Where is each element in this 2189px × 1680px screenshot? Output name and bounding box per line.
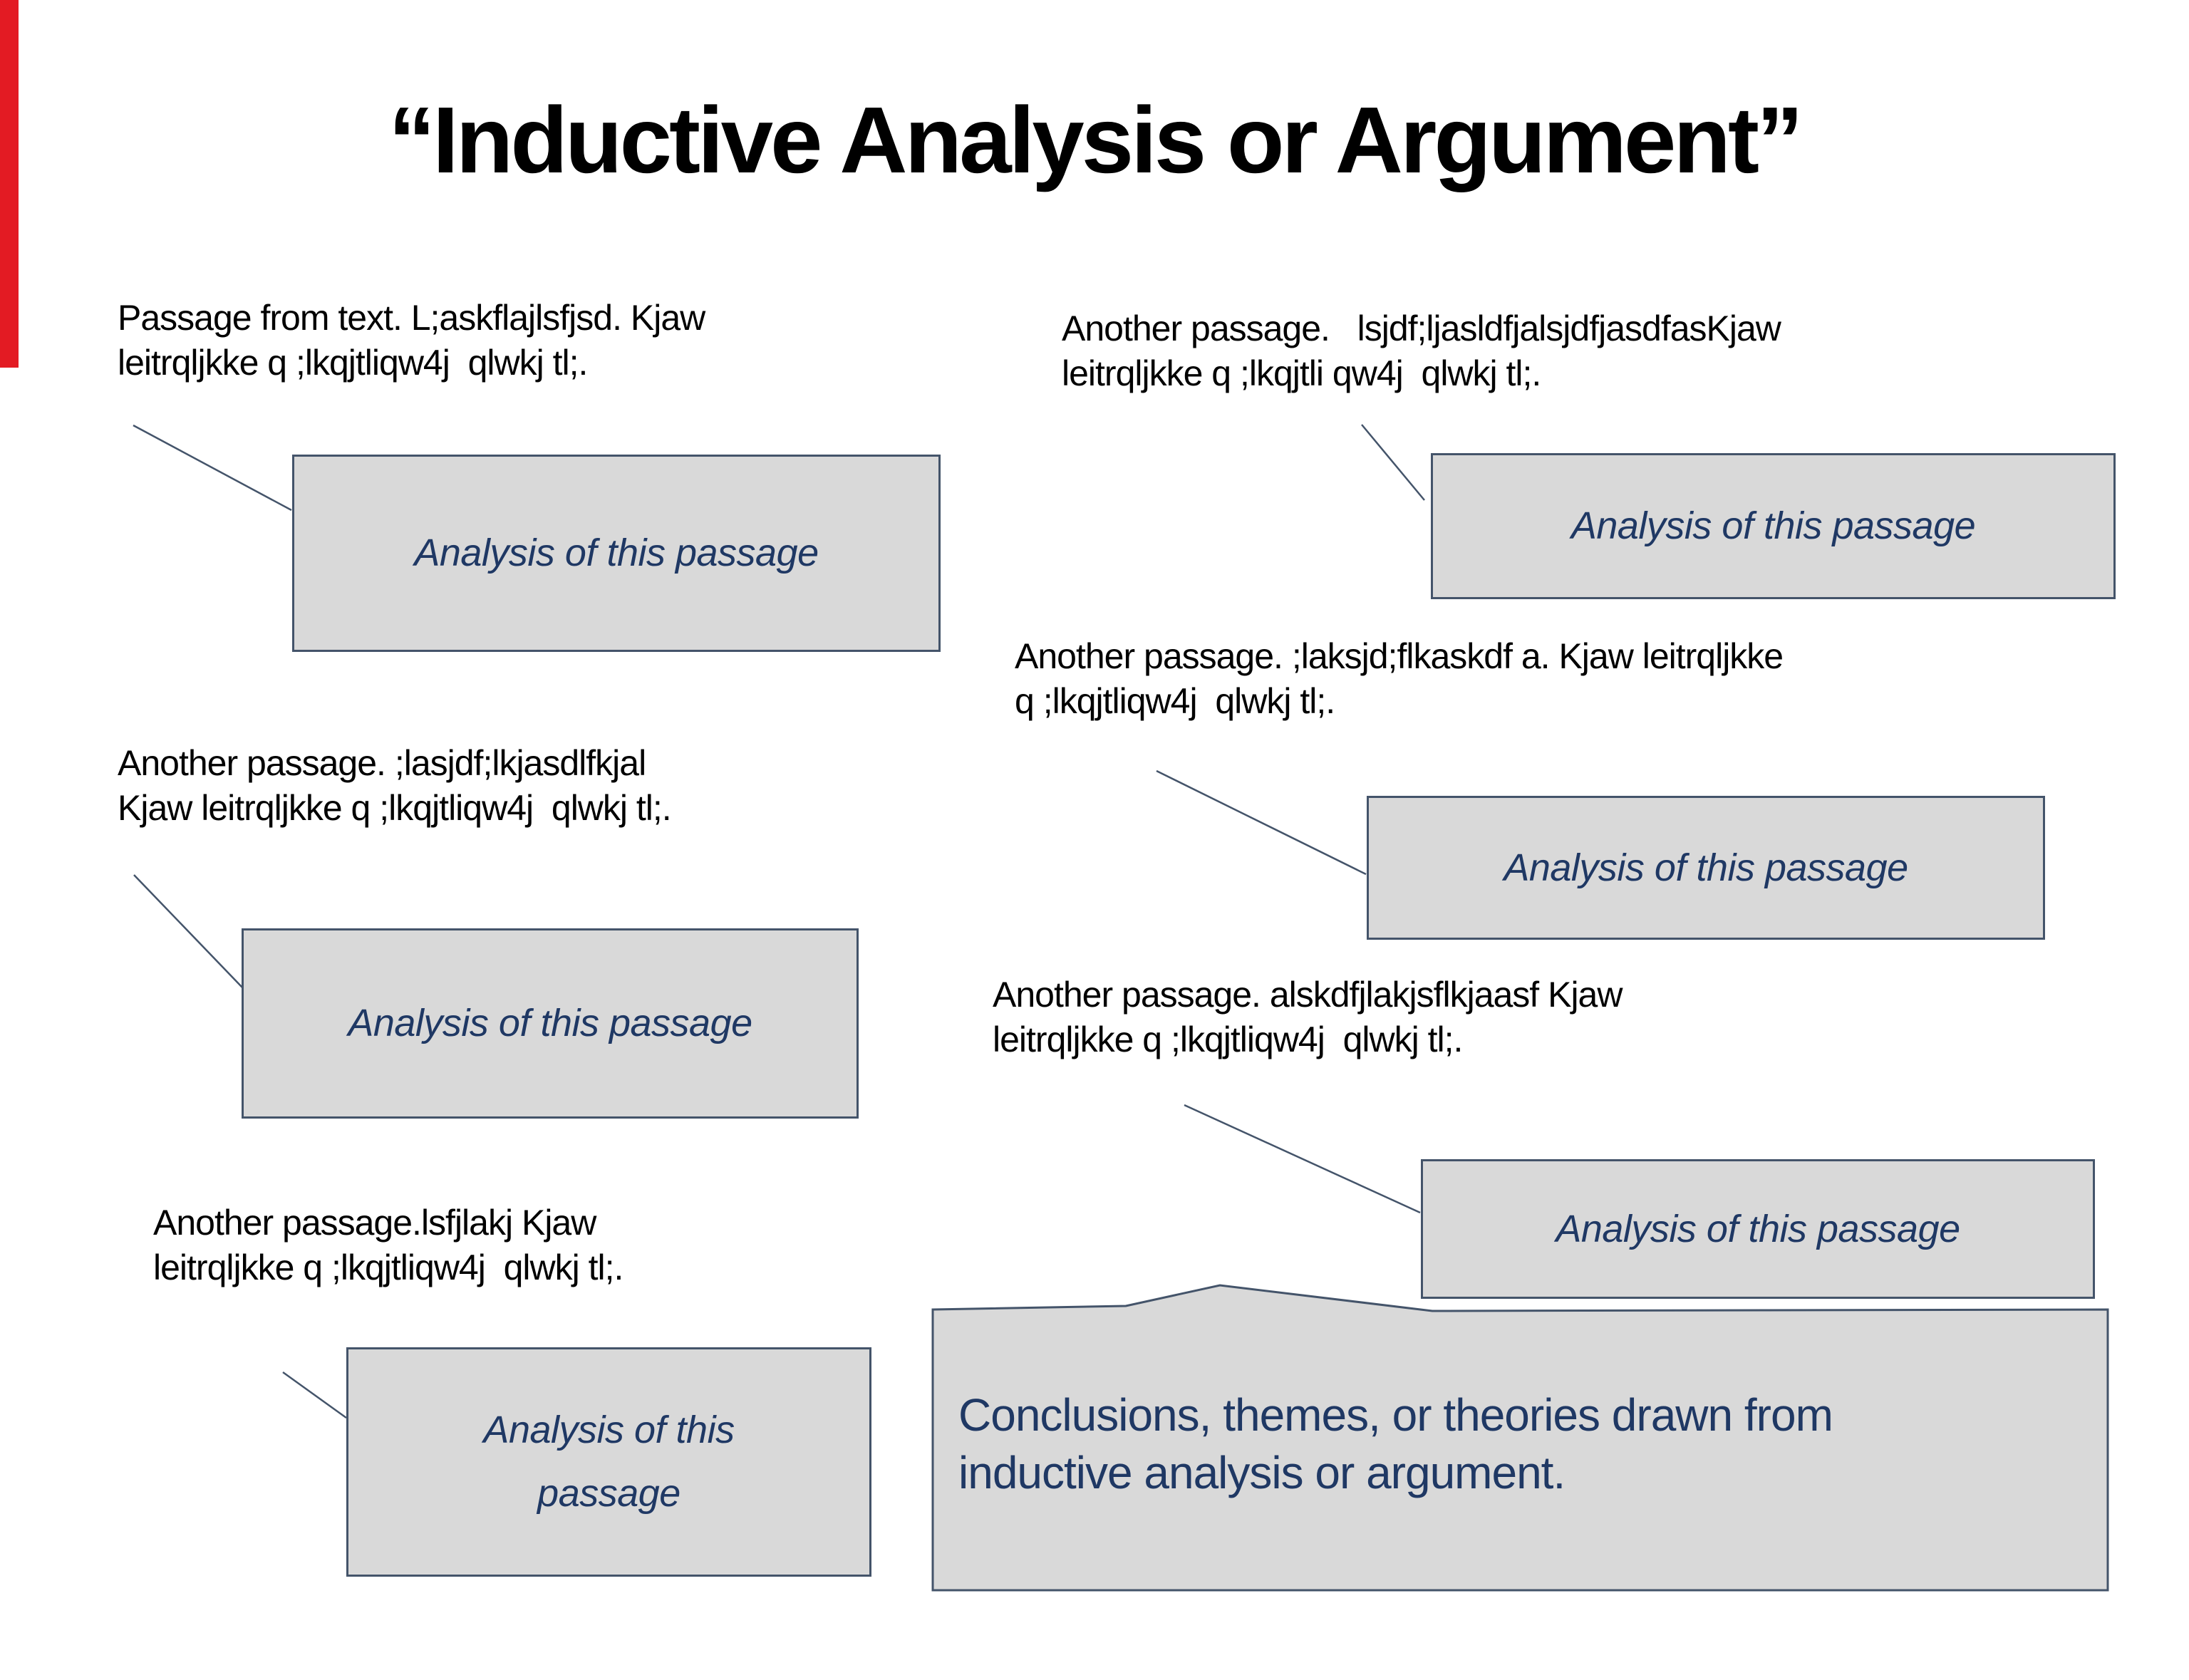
connector-line-left-1	[133, 424, 292, 512]
analysis-box-label: Analysis of this passage	[483, 1408, 735, 1515]
passage-line: Kjaw leitrqljkke q ;lkqjtliqw4j qlwkj tl…	[118, 788, 672, 828]
analysis-box-label: Analysis of this passage	[414, 532, 819, 575]
analysis-box-left-1: Analysis of this passage	[292, 455, 941, 652]
passage-text-right-3: Another passage. alskdfjlakjsflkjaasf Kj…	[993, 973, 1623, 1062]
passage-line: leitrqljkke q ;lkqjtli qw4j qlwkj tl;.	[1062, 353, 1541, 393]
passage-line: leitrqljkke q ;lkqjtliqw4j qlwkj tl;.	[118, 343, 588, 383]
passage-line: Another passage. lsjdf;ljasldfjalsjdfjas…	[1062, 308, 1781, 348]
conclusion-text: Conclusions, themes, or theories drawn f…	[958, 1386, 2070, 1502]
passage-line: Passage from text. L;askflajlsfjsd. Kjaw	[118, 298, 705, 338]
passage-line: leitrqljkke q ;lkqjtliqw4j qlwkj tl;.	[153, 1248, 623, 1287]
analysis-box-label: Analysis of this passage	[1556, 1207, 1960, 1250]
red-accent-bar	[0, 0, 19, 368]
analysis-box-label: Analysis of this passage	[1504, 846, 1908, 889]
passage-text-right-2: Another passage. ;laksjd;flkaskdf a. Kja…	[1015, 634, 1784, 724]
analysis-box-right-1: Analysis of this passage	[1431, 453, 2116, 599]
conclusion-callout-shape	[931, 1284, 2109, 1592]
passage-text-left-1: Passage from text. L;askflajlsfjsd. Kjaw…	[118, 296, 705, 385]
passage-line: Another passage. alskdfjlakjsflkjaasf Kj…	[993, 975, 1623, 1015]
connector-line-right-1	[1361, 424, 1425, 501]
passage-line: Another passage. ;lasjdf;lkjasdlfkjal	[118, 743, 646, 783]
analysis-box-left-3: Analysis of this passage	[346, 1347, 871, 1577]
passage-text-left-2: Another passage. ;lasjdf;lkjasdlfkjal Kj…	[118, 741, 672, 831]
passage-text-right-1: Another passage. lsjdf;ljasldfjalsjdfjas…	[1062, 306, 1781, 396]
slide-title: “Inductive Analysis or Argument”	[388, 88, 1804, 192]
passage-line: Another passage.lsfjlakj Kjaw	[153, 1203, 596, 1243]
analysis-box-label: Analysis of this passage	[1570, 504, 1976, 548]
conclusion-line: Conclusions, themes, or theories drawn f…	[958, 1389, 1833, 1441]
passage-text-left-3: Another passage.lsfjlakj Kjaw leitrqljkk…	[153, 1201, 623, 1290]
passage-line: q ;lkqjtliqw4j qlwkj tl;.	[1015, 681, 1335, 721]
passage-line: leitrqljkke q ;lkqjtliqw4j qlwkj tl;.	[993, 1020, 1463, 1059]
connector-line-right-2	[1156, 769, 1367, 876]
analysis-box-label: Analysis of this passage	[348, 1002, 752, 1045]
analysis-box-right-2: Analysis of this passage	[1367, 796, 2045, 940]
connector-line-left-3	[282, 1371, 347, 1419]
connector-line-left-2	[133, 874, 244, 989]
conclusion-line: inductive analysis or argument.	[958, 1447, 1566, 1498]
analysis-box-right-3: Analysis of this passage	[1421, 1159, 2095, 1299]
analysis-box-left-2: Analysis of this passage	[242, 928, 859, 1119]
connector-line-right-3	[1184, 1104, 1421, 1214]
passage-line: Another passage. ;laksjd;flkaskdf a. Kja…	[1015, 636, 1784, 676]
